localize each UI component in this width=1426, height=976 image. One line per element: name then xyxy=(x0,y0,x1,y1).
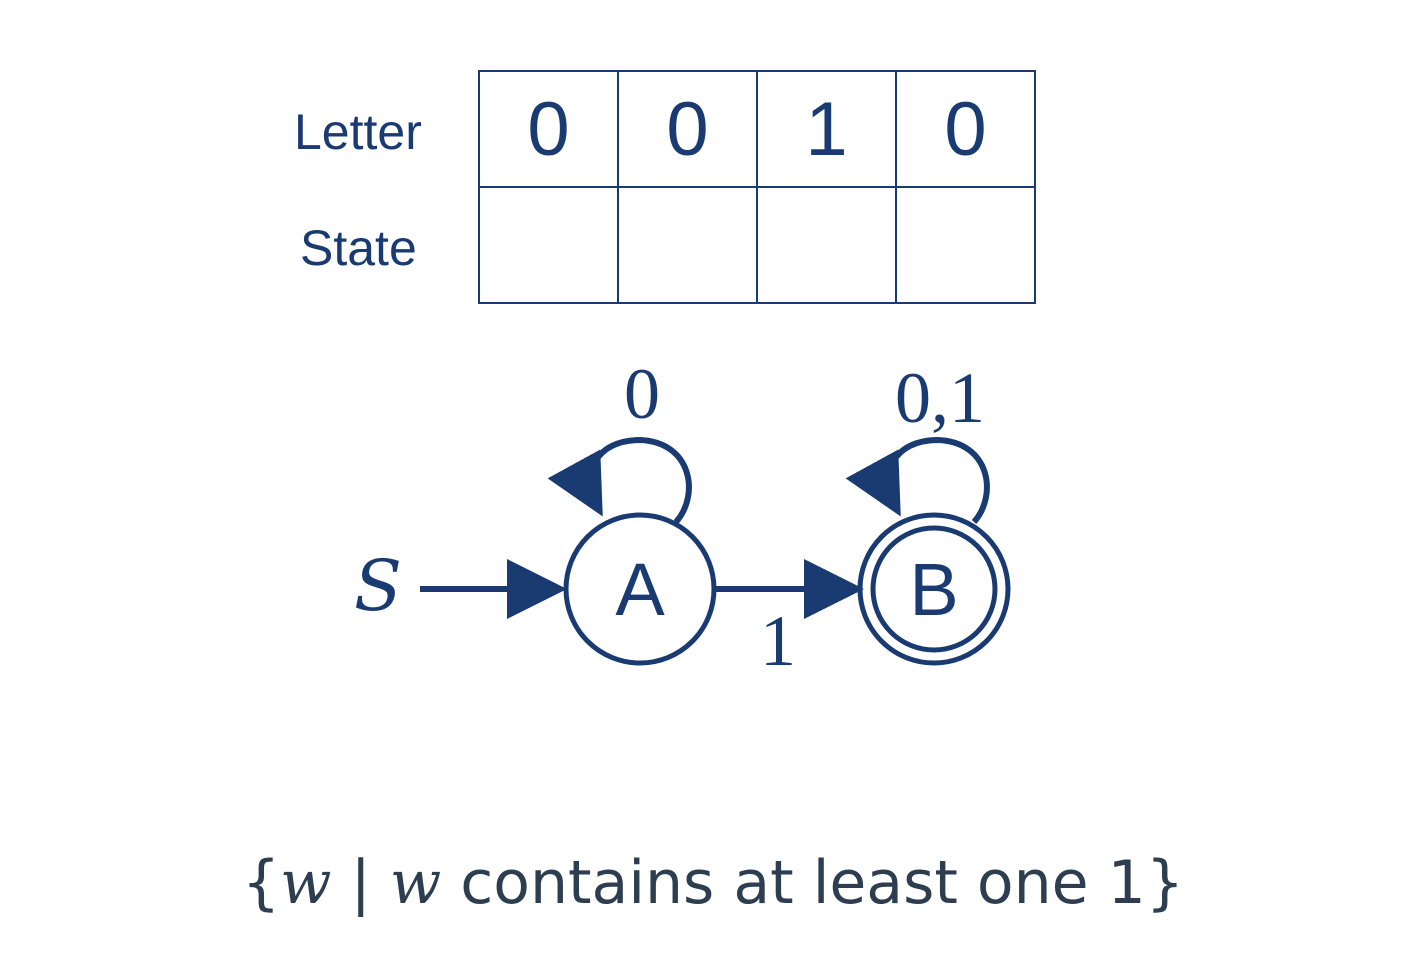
caption-var-w1: w xyxy=(280,848,332,918)
state-cell-3 xyxy=(756,186,897,304)
state-b: B xyxy=(857,512,1011,666)
caption-text: contains at least one 1 xyxy=(441,848,1146,918)
state-b-label: B xyxy=(909,548,958,631)
state-a-circle xyxy=(563,512,717,666)
state-row xyxy=(478,186,1036,304)
row-label-letter: Letter xyxy=(294,104,422,160)
transition-a-b-label: 1 xyxy=(760,601,796,681)
state-b-inner-circle xyxy=(870,525,998,653)
trace-table: 0 0 1 0 xyxy=(478,70,1036,304)
start-label: S xyxy=(354,545,402,627)
state-b-outer-circle xyxy=(857,512,1011,666)
loop-b-label: 0,1 xyxy=(895,358,985,438)
caption-close-brace: } xyxy=(1145,848,1185,918)
state-cell-2 xyxy=(617,186,758,304)
letter-cell-3: 1 xyxy=(756,70,897,188)
caption-var-w2: w xyxy=(389,848,442,918)
language-caption: {w | w contains at least one 1} xyxy=(0,848,1426,918)
state-cell-1 xyxy=(478,186,619,304)
state-cell-4 xyxy=(895,186,1036,304)
loop-a-label: 0 xyxy=(624,354,660,434)
letter-row: 0 0 1 0 xyxy=(478,70,1036,188)
letter-cell-2: 0 xyxy=(617,70,758,188)
caption-bar: | xyxy=(331,848,390,918)
caption-open-brace: { xyxy=(241,848,281,918)
state-a: A xyxy=(563,512,717,666)
state-a-label: A xyxy=(615,548,665,631)
row-label-state: State xyxy=(300,220,417,276)
loop-a-arrow xyxy=(547,436,692,524)
letter-cell-1: 0 xyxy=(478,70,619,188)
letter-cell-4: 0 xyxy=(895,70,1036,188)
loop-b-arrow xyxy=(845,436,990,524)
